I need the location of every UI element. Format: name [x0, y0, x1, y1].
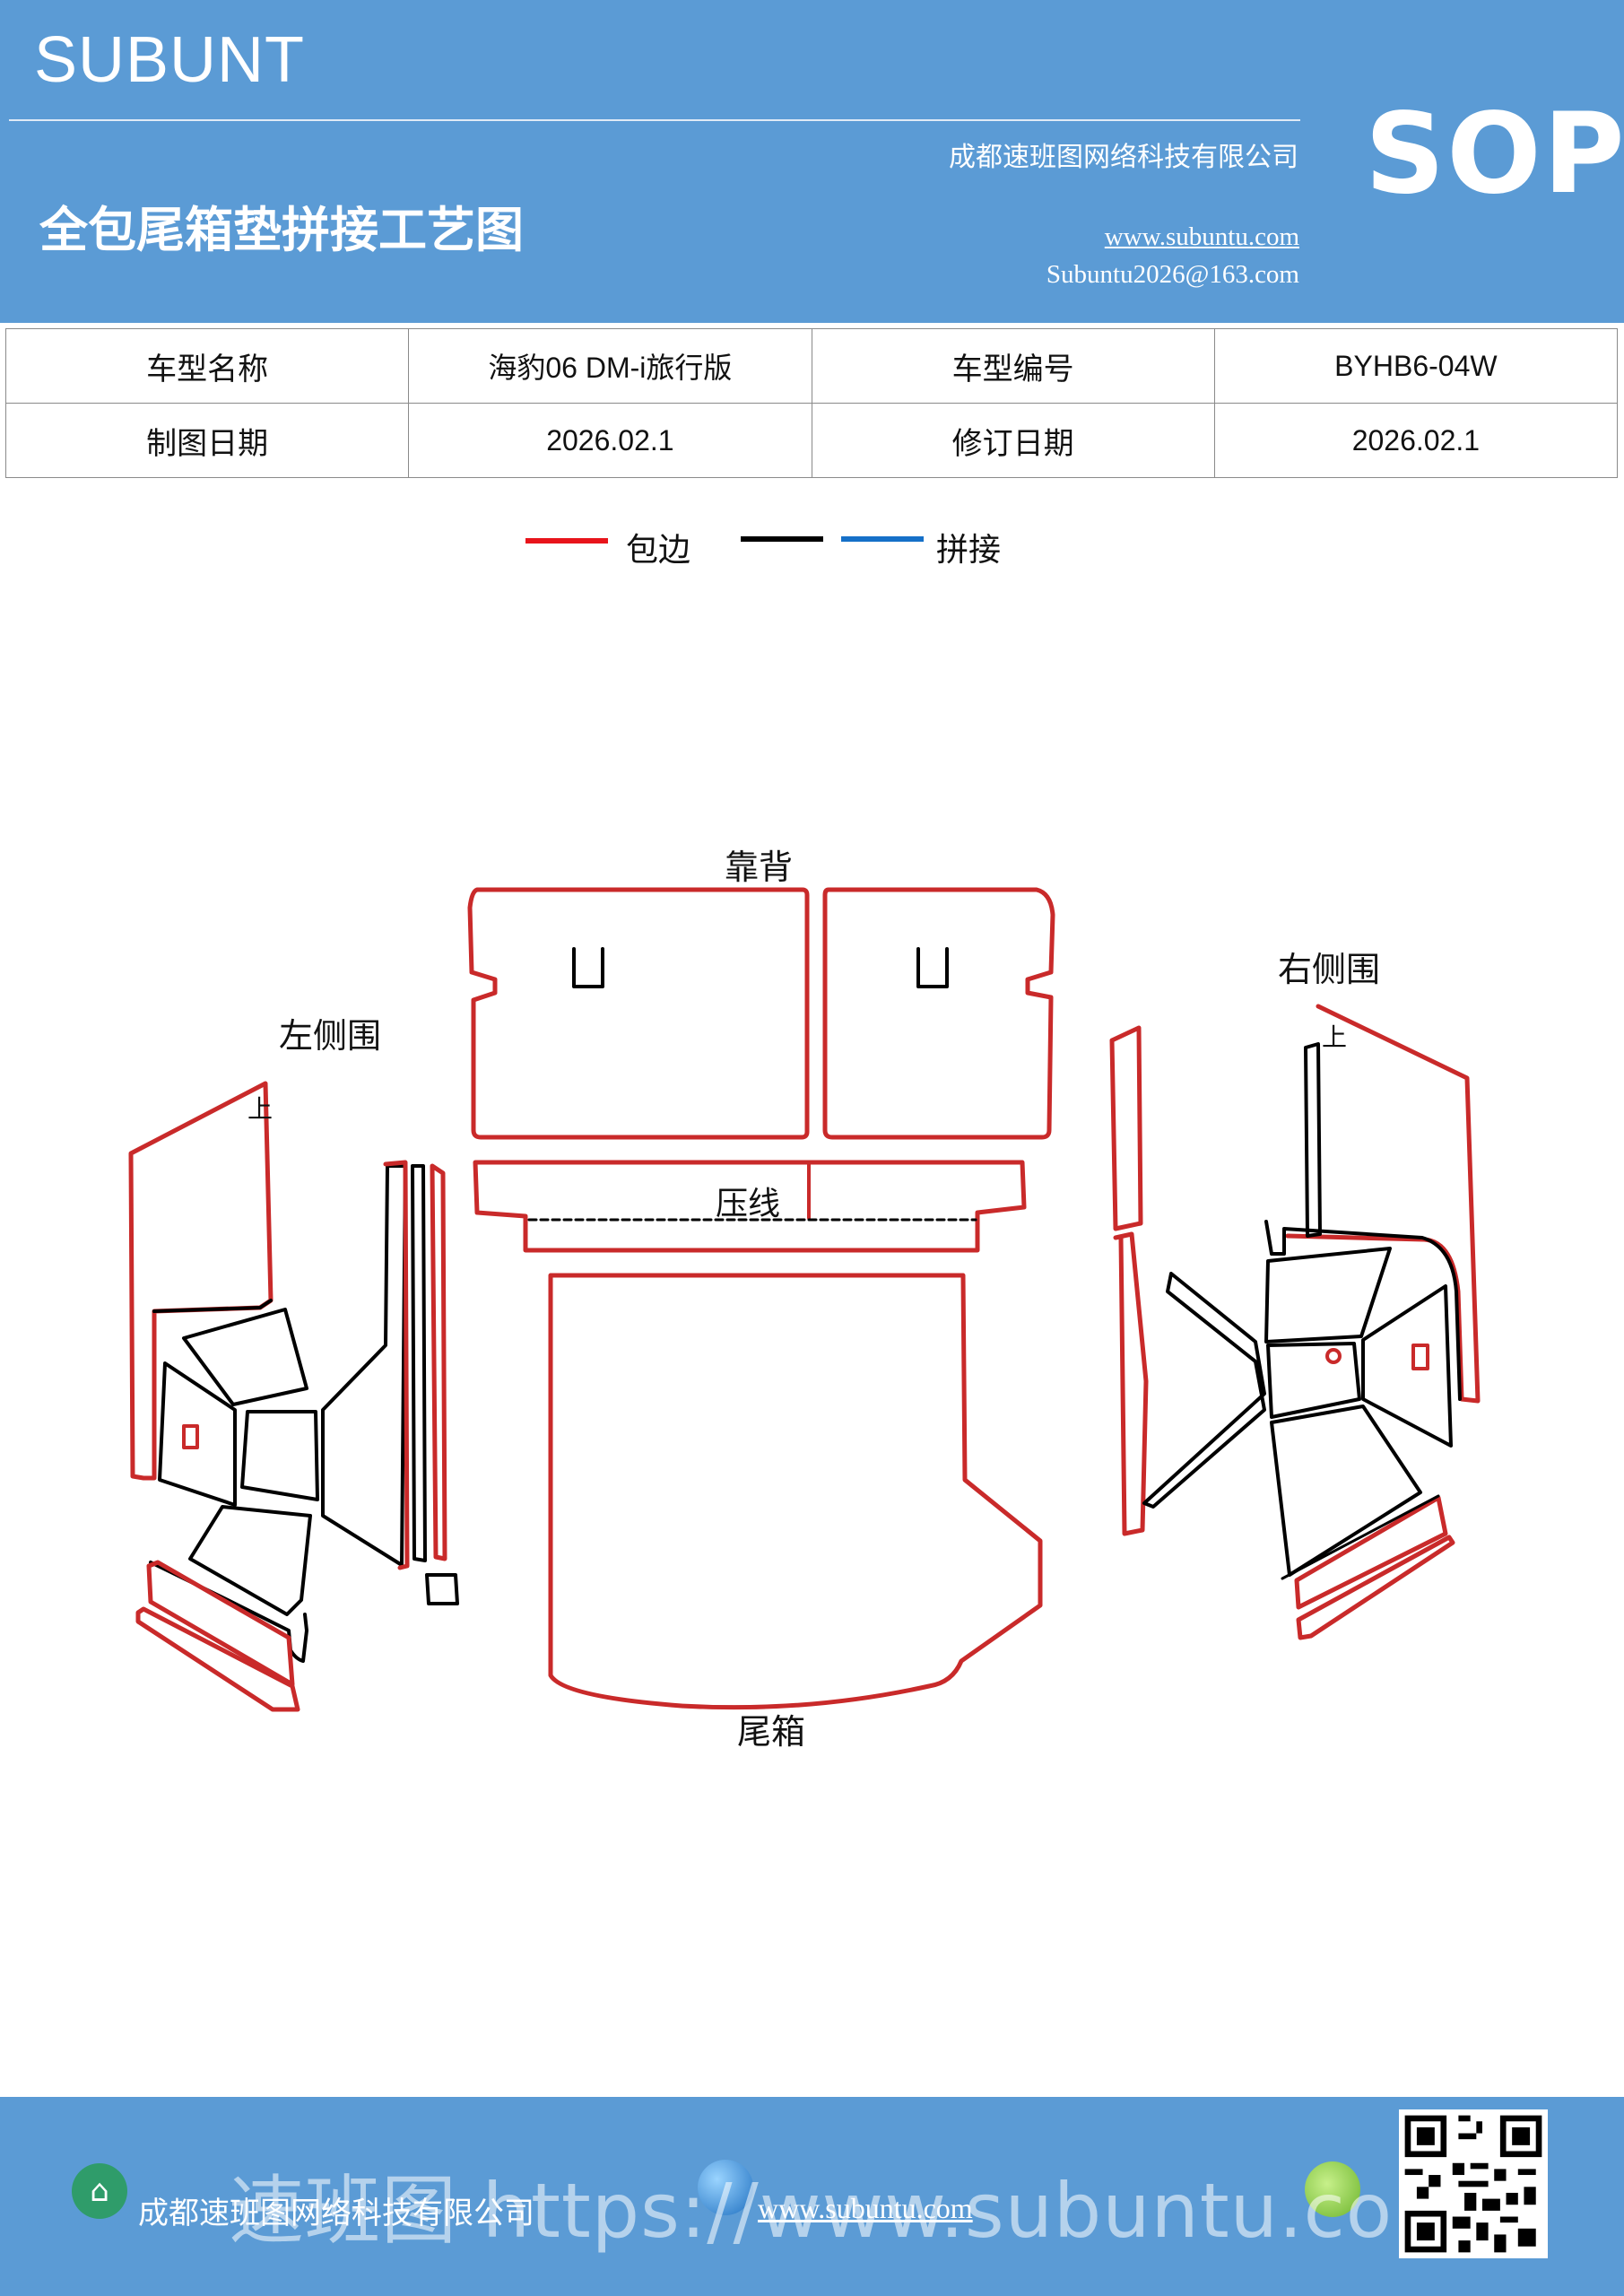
right-side-wing — [1142, 1272, 1266, 1509]
header-website-link[interactable]: www.subuntu.com — [1104, 222, 1299, 251]
left-side-strip-b — [411, 1164, 427, 1562]
legend-splice-swatch — [841, 536, 924, 542]
left-side-center-quad — [240, 1410, 319, 1501]
right-side-divider — [1281, 1494, 1440, 1580]
right-side-main-panel — [1285, 1004, 1481, 1404]
right-side-lower-quad — [1270, 1405, 1422, 1577]
revise-date-value: 2026.02.1 — [1213, 403, 1619, 478]
right-side-bottom-band — [1296, 1535, 1455, 1640]
left-side-lower-quad — [188, 1505, 312, 1616]
right-side-mark — [1411, 1344, 1429, 1370]
backrest-right-panel — [822, 887, 1055, 1140]
left-side-mark — [182, 1424, 199, 1449]
vehicle-info-table: 车型名称 海豹06 DM-i旅行版 车型编号 BYHB6-04W 制图日期 20… — [4, 328, 1619, 478]
left-side-lower-band — [146, 1560, 295, 1687]
right-side-thin-strip — [1304, 1042, 1322, 1238]
sop-badge: SOP — [1365, 90, 1624, 219]
legend-splice-label: 拼接 — [936, 532, 1002, 569]
footer-company-name: 成都速班图网络科技有限公司 — [138, 2196, 534, 2231]
right-side-upper-quad — [1264, 1247, 1392, 1344]
footer-watermark: 速班图 https://www.subuntu.com — [229, 2167, 1467, 2255]
right-side-center-quad — [1266, 1342, 1361, 1419]
right-side-strip-b — [1113, 1231, 1149, 1536]
left-side-wing — [321, 1164, 407, 1567]
right-side-strip-a — [1109, 1025, 1143, 1231]
building-icon: ⌂ — [72, 2163, 127, 2219]
left-side-main-panel — [128, 1081, 274, 1481]
trunk-label: 尾箱 — [737, 1712, 805, 1752]
left-side-bottom-band — [135, 1606, 300, 1712]
header-email: Subuntu2026@163.com — [1046, 260, 1299, 289]
model-name-label: 车型名称 — [4, 328, 410, 404]
right-side-lower-band — [1294, 1495, 1448, 1610]
revise-date-label: 修订日期 — [811, 403, 1215, 478]
trunk-floor-panel — [548, 1273, 1043, 1710]
legend-edge-label: 包边 — [626, 532, 691, 569]
draw-date-value: 2026.02.1 — [408, 403, 812, 478]
right-side-label: 右侧围 — [1278, 950, 1380, 989]
qr-code-icon — [1399, 2109, 1548, 2258]
header-company-name: 成都速班图网络科技有限公司 — [949, 142, 1298, 173]
crease-strip-panel — [473, 1160, 1027, 1253]
left-side-small-square — [425, 1573, 459, 1605]
left-up-mark: 上 — [248, 1094, 273, 1124]
header-divider — [9, 119, 1300, 121]
right-side-right-quad — [1361, 1284, 1453, 1448]
left-side-upper-quad — [182, 1308, 308, 1406]
model-name-value: 海豹06 DM-i旅行版 — [408, 328, 812, 404]
left-side-strip-a — [383, 1160, 410, 1570]
table-row: 制图日期 2026.02.1 修订日期 2026.02.1 — [4, 403, 1619, 478]
crease-label: 压线 — [716, 1186, 780, 1222]
right-side-hole — [1325, 1348, 1342, 1364]
draw-date-label: 制图日期 — [4, 403, 410, 478]
right-side-upper-block — [1264, 1220, 1462, 1401]
backrest-left-tab — [572, 947, 604, 988]
legend-edge-swatch — [525, 538, 608, 544]
footer-website-link[interactable]: www.subuntu.com — [758, 2192, 973, 2224]
model-code-value: BYHB6-04W — [1213, 328, 1619, 404]
right-up-mark: 上 — [1322, 1022, 1347, 1052]
left-side-strip-c — [430, 1163, 447, 1561]
page-title: 全包尾箱垫拼接工艺图 — [39, 201, 524, 258]
left-side-label: 左侧围 — [279, 1016, 381, 1056]
left-side-splice-outline — [152, 1299, 273, 1313]
brand-logo-text: SUBUNT — [34, 24, 306, 96]
backrest-label: 靠背 — [725, 848, 793, 887]
backrest-right-tab — [916, 947, 949, 988]
header-banner — [0, 0, 1624, 323]
table-row: 车型名称 海豹06 DM-i旅行版 车型编号 BYHB6-04W — [4, 328, 1619, 404]
left-side-left-quad — [158, 1361, 237, 1507]
globe-icon — [698, 2160, 753, 2215]
model-code-label: 车型编号 — [811, 328, 1215, 404]
flower-icon — [1305, 2161, 1360, 2217]
backrest-left-panel — [467, 887, 810, 1140]
legend-black-swatch — [741, 536, 823, 542]
